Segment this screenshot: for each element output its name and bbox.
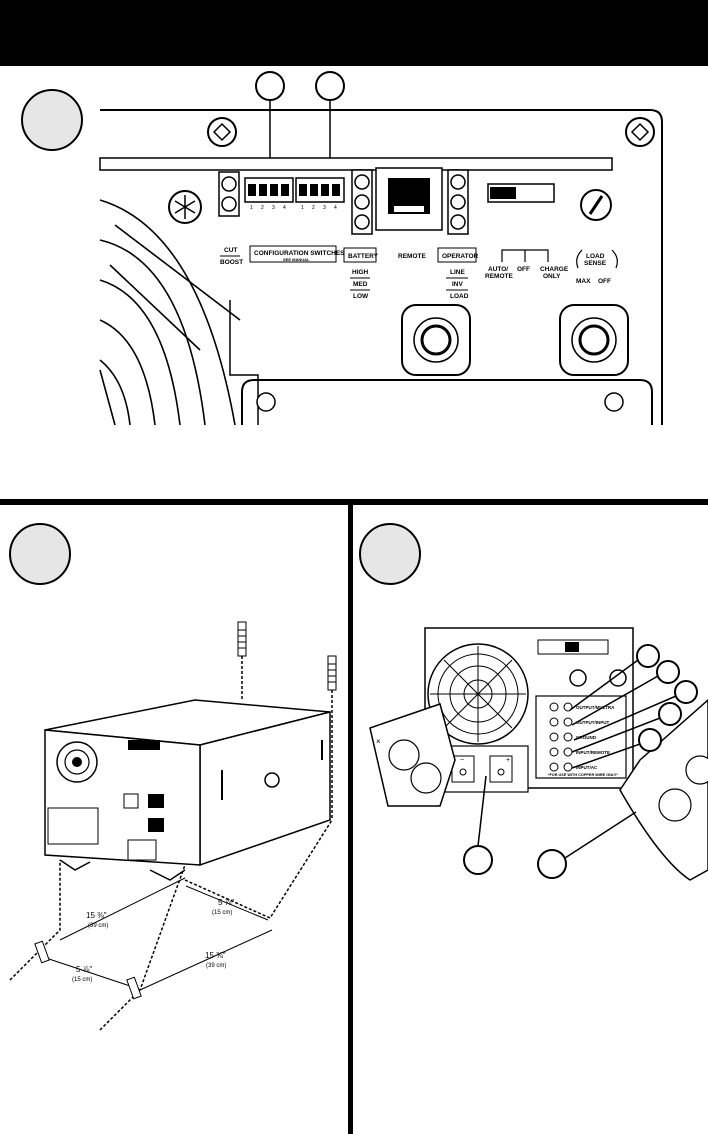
label-cut: CUT — [224, 247, 237, 254]
dim-label: (39 cm) — [88, 923, 108, 929]
switch-num: 2 — [261, 205, 264, 211]
step-circle-2 — [9, 523, 71, 585]
svg-text:−: − — [460, 757, 464, 764]
callout-circle — [658, 702, 682, 726]
dim-label: 15 ⅜" — [205, 951, 226, 960]
header-band — [0, 0, 708, 66]
label-operator: OPERATOR — [442, 253, 479, 260]
operator-inv-led — [450, 194, 466, 210]
label-load-sense-1: LOAD — [586, 253, 605, 260]
dim-label: (39 cm) — [206, 963, 226, 969]
switch-num: 1 — [301, 205, 304, 211]
dim-label: 15 ⅜" — [86, 911, 107, 920]
operator-load-led — [450, 214, 466, 230]
dim-label: (15 cm) — [212, 910, 232, 916]
step-circle-1 — [21, 89, 83, 151]
svg-text:×: × — [376, 737, 381, 746]
screw-icon — [625, 117, 655, 147]
callout-circle-a — [255, 71, 285, 101]
cut-led — [221, 176, 237, 192]
label-charge: CHARGE — [540, 266, 569, 273]
battery-med-led — [354, 194, 370, 210]
switch-num: 3 — [272, 205, 275, 211]
callout-circle — [638, 728, 662, 752]
switch-num: 2 — [312, 205, 315, 211]
dim-label: (15 cm) — [72, 977, 92, 983]
label-low: LOW — [353, 293, 369, 300]
screw-icon — [207, 117, 237, 147]
label-boost: BOOST — [220, 259, 243, 266]
svg-text:+: + — [506, 757, 510, 764]
battery-low-led — [354, 214, 370, 230]
label-remote-mode: REMOTE — [485, 273, 513, 280]
dim-label: 5 ⅞" — [76, 965, 92, 974]
label-config-switches: CONFIGURATION SWITCHES — [254, 250, 345, 257]
step-circle-3 — [359, 523, 421, 585]
terminal-note: *FOR USE WITH COPPER WIRE ONLY* — [548, 773, 618, 777]
switch-num: 1 — [250, 205, 253, 211]
fan-grille — [99, 199, 241, 426]
label-off: OFF — [517, 266, 530, 273]
callout-circle-b — [315, 71, 345, 101]
callout-circle — [674, 680, 698, 704]
terminal-label: INPUT/REMOTE — [576, 750, 610, 755]
ac-outlet-icon — [148, 818, 164, 832]
label-high: HIGH — [352, 269, 369, 276]
label-med: MED — [353, 281, 368, 288]
label-config-note: SEE MANUAL — [283, 257, 310, 262]
mounting-screw-icon — [126, 976, 142, 1000]
label-remote: REMOTE — [398, 253, 426, 260]
boost-led — [221, 196, 237, 212]
mounting-screw-icon — [327, 655, 337, 691]
label-max: MAX — [576, 278, 591, 285]
callout-circle — [463, 845, 493, 875]
switch-num: 4 — [334, 205, 337, 211]
label-load-sense-2: SENSE — [584, 260, 607, 267]
callout-circle — [537, 849, 567, 879]
switch-num: 4 — [283, 205, 286, 211]
terminal-label: OUTPUT/INPUT — [576, 720, 610, 725]
terminal-label: GROUND — [576, 735, 597, 740]
removed-cover-right — [619, 698, 708, 881]
label-inv: INV — [452, 281, 464, 288]
mounting-screw-icon — [237, 621, 247, 657]
callout-circle — [636, 644, 660, 668]
operator-line-led — [450, 174, 466, 190]
battery-high-led — [354, 174, 370, 190]
label-auto: AUTO/ — [488, 266, 508, 273]
terminal-label: OUTPUT/MULTRA — [576, 705, 615, 710]
ac-outlet-icon — [148, 794, 164, 808]
mounting-screw-icon — [34, 940, 50, 964]
label-only: ONLY — [543, 273, 561, 280]
label-battery: BATTERY — [348, 253, 379, 260]
label-line: LINE — [450, 269, 465, 276]
terminal-label: INPUT/AC — [576, 765, 598, 770]
callout-circle — [656, 660, 680, 684]
label-sense-off: OFF — [598, 278, 611, 285]
dim-label: 5 ⅞" — [218, 898, 234, 907]
switch-num: 3 — [323, 205, 326, 211]
label-load: LOAD — [450, 293, 469, 300]
